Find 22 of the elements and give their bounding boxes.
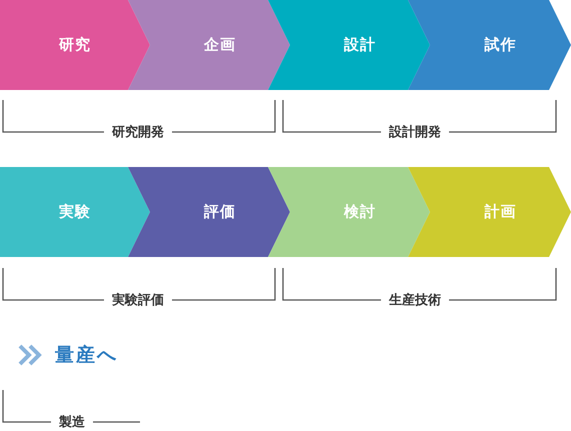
bracket-label: 製造 (51, 413, 93, 431)
chevron-step (0, 0, 150, 90)
step-label: 検討 (344, 202, 376, 222)
chevron-step (268, 0, 430, 90)
chevron-step (408, 167, 571, 257)
step-label: 試作 (484, 36, 516, 54)
step-label: 企画 (204, 36, 236, 54)
chevron-step (408, 0, 571, 90)
bracket-label: 実験評価 (104, 291, 172, 309)
chevron-step (0, 167, 150, 257)
bracket-label: 生産技術 (381, 291, 449, 309)
step-label: 実験 (59, 202, 91, 222)
step-label: 研究 (59, 36, 91, 54)
step-label: 計画 (484, 202, 516, 222)
step-label: 評価 (204, 202, 236, 222)
chevron-step (268, 167, 430, 257)
bracket-label: 研究開発 (104, 123, 172, 141)
bracket-label: 設計開発 (381, 123, 449, 141)
chevron-step (128, 167, 290, 257)
heading-text: 量産へ (55, 343, 118, 368)
step-label: 設計 (344, 36, 376, 54)
chevron-step (128, 0, 290, 90)
